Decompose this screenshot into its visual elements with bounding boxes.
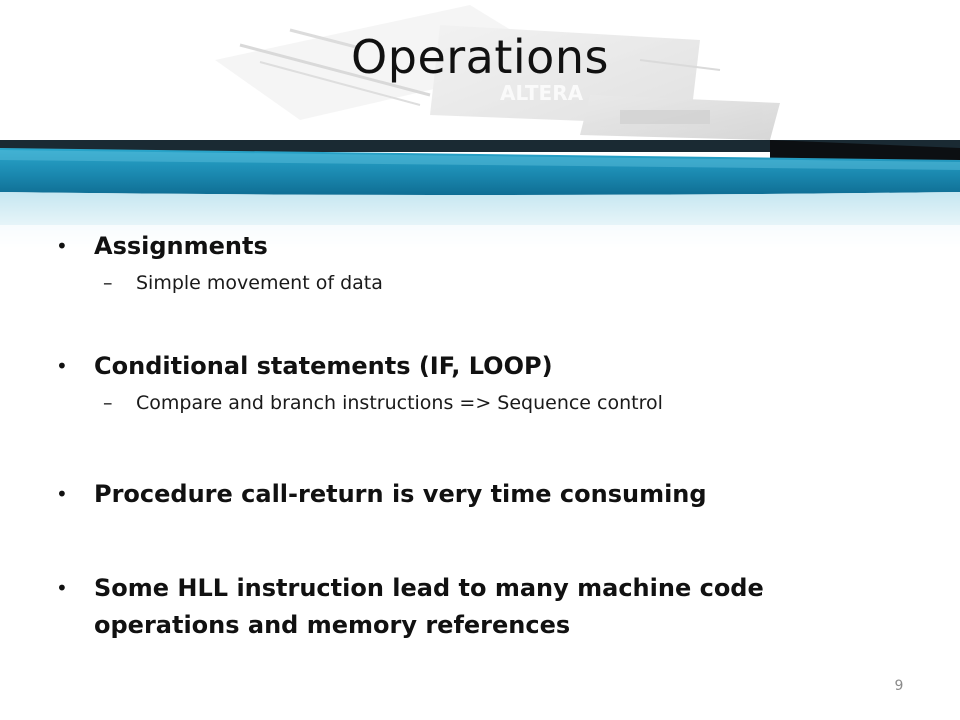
bullet-text: Some HLL instruction lead to many machin… xyxy=(94,574,764,639)
slide-title: Operations xyxy=(351,30,609,84)
bullet-text: Assignments xyxy=(94,232,268,260)
svg-text:ALTERA: ALTERA xyxy=(500,81,584,105)
bullet-list: • Assignments – Simple movement of data … xyxy=(56,228,916,644)
sub-bullet-text: Compare and branch instructions => Seque… xyxy=(136,392,663,414)
dash-icon: – xyxy=(103,392,113,414)
bullet-icon: • xyxy=(56,482,68,506)
bullet-item: • Procedure call-return is very time con… xyxy=(56,476,916,513)
bullet-item: • Assignments xyxy=(56,228,916,265)
bullet-icon: • xyxy=(56,576,68,600)
page-number: 9 xyxy=(894,678,904,694)
dash-icon: – xyxy=(103,272,113,294)
sub-bullet-item: – Simple movement of data xyxy=(56,268,916,298)
bullet-item: • Some HLL instruction lead to many mach… xyxy=(56,570,916,644)
sub-bullet-text: Simple movement of data xyxy=(136,272,383,294)
bullet-text: Procedure call-return is very time consu… xyxy=(94,480,707,508)
header-chip-banner-image: ALTERA xyxy=(0,5,960,250)
bullet-text: Conditional statements (IF, LOOP) xyxy=(94,352,553,380)
sub-bullet-item: – Compare and branch instructions => Seq… xyxy=(56,388,916,418)
bullet-item: • Conditional statements (IF, LOOP) xyxy=(56,348,916,385)
bullet-icon: • xyxy=(56,234,68,258)
bullet-icon: • xyxy=(56,354,68,378)
